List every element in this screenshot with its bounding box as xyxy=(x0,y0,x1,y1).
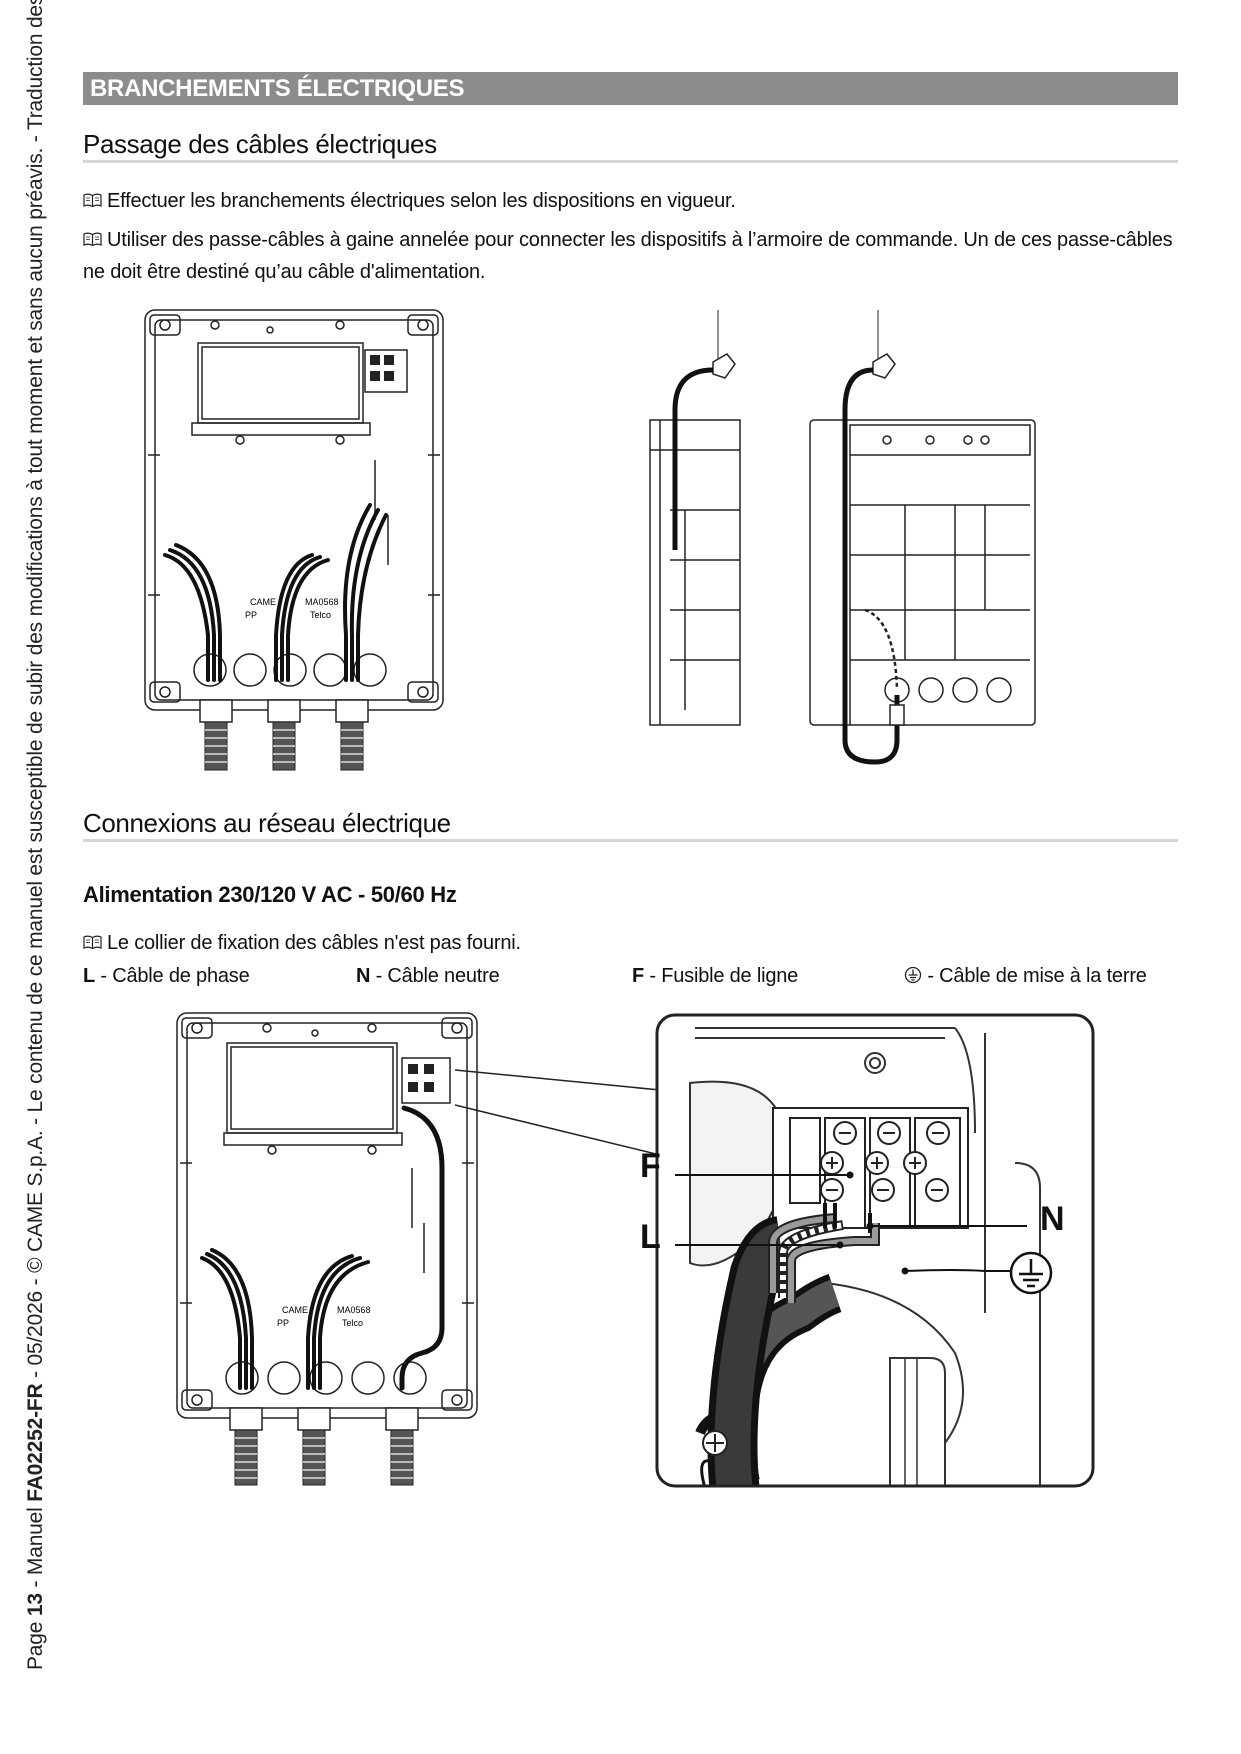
note-text-3: Le collier de fixation des câbles n'est … xyxy=(107,932,521,954)
box-maker-marking: Telco xyxy=(342,1318,363,1328)
legend-text: - Câble neutre xyxy=(370,965,500,987)
legend-ground: - Câble de mise à la terre xyxy=(904,965,1147,988)
note-text-1: Effectuer les branchements électriques s… xyxy=(107,190,736,212)
zoom-leader-lines xyxy=(455,1069,661,1156)
wired-control-box-figure: CAME MA0568 PP Telco xyxy=(176,1012,478,1486)
fuse-pointer-dot xyxy=(846,1171,854,1179)
side-view-cable-figure xyxy=(649,310,741,726)
legend-text: - Fusible de ligne xyxy=(644,965,799,987)
front-view-power-cable-figure xyxy=(809,310,1036,765)
manual-label: - Manuel xyxy=(24,1501,47,1594)
section-banner: BRANCHEMENTS ÉLECTRIQUES xyxy=(83,72,1178,105)
neutral-pointer-dot xyxy=(866,1222,874,1230)
section-title: BRANCHEMENTS ÉLECTRIQUES xyxy=(90,75,465,102)
fuse-callout: F xyxy=(640,1147,661,1185)
note-paragraph-3: Le collier de fixation des câbles n'est … xyxy=(83,927,1178,959)
note-paragraph-2: Utiliser des passe-câbles à gaine annelé… xyxy=(83,224,1178,288)
legend-neutral: N - Câble neutre xyxy=(356,965,500,988)
control-box-cables-figure: CAME MA0568 PP Telco xyxy=(144,309,444,771)
box-material-marking: PP xyxy=(277,1318,289,1328)
book-icon xyxy=(83,193,102,208)
box-maker-marking: Telco xyxy=(310,610,331,620)
legend-phase: L - Câble de phase xyxy=(83,965,250,988)
page-number: 13 xyxy=(24,1593,47,1617)
terminal-detail-figure xyxy=(655,1013,1095,1488)
legend-text: - Câble de phase xyxy=(95,965,250,987)
neutral-callout: N xyxy=(1040,1200,1065,1238)
ground-icon xyxy=(904,966,922,984)
book-icon xyxy=(83,232,102,247)
phase-pointer-dot xyxy=(836,1241,844,1249)
box-brand-marking: CAME xyxy=(250,597,276,607)
legend-key: N xyxy=(356,965,371,987)
note-text-2: Utiliser des passe-câbles à gaine annelé… xyxy=(83,229,1173,283)
legend-fuse: F - Fusible de ligne xyxy=(632,965,798,988)
power-supply-subtitle: Alimentation 230/120 V AC - 50/60 Hz xyxy=(83,882,457,907)
legend-text: - Câble de mise à la terre xyxy=(922,965,1147,987)
page-footer-vertical: Page 13 - Manuel FA02252-FR - 05/2026 - … xyxy=(18,0,54,1670)
box-brand-marking: CAME xyxy=(282,1305,308,1315)
phase-callout: L xyxy=(640,1218,661,1256)
network-heading: Connexions au réseau électrique xyxy=(83,808,451,838)
copyright-notice: - 05/2026 - © CAME S.p.A. - Le contenu d… xyxy=(24,0,47,1384)
page-prefix: Page xyxy=(24,1616,47,1670)
cables-heading: Passage des câbles électriques xyxy=(83,129,437,159)
heading-rule xyxy=(83,839,1178,842)
ground-pointer-dot xyxy=(901,1267,909,1275)
box-material-marking: PP xyxy=(245,610,257,620)
legend-key: F xyxy=(632,965,645,987)
box-code-marking: MA0568 xyxy=(337,1305,371,1315)
heading-rule xyxy=(83,160,1178,163)
note-paragraph-1: Effectuer les branchements électriques s… xyxy=(83,185,1178,217)
doc-code: FA02252-FR xyxy=(24,1383,47,1502)
box-code-marking: MA0568 xyxy=(305,597,339,607)
legend-key: L xyxy=(83,965,96,987)
ground-callout-icon xyxy=(1009,1251,1053,1295)
book-icon xyxy=(83,935,102,950)
footer-text: Page 13 - Manuel FA02252-FR - 05/2026 - … xyxy=(24,0,48,1670)
